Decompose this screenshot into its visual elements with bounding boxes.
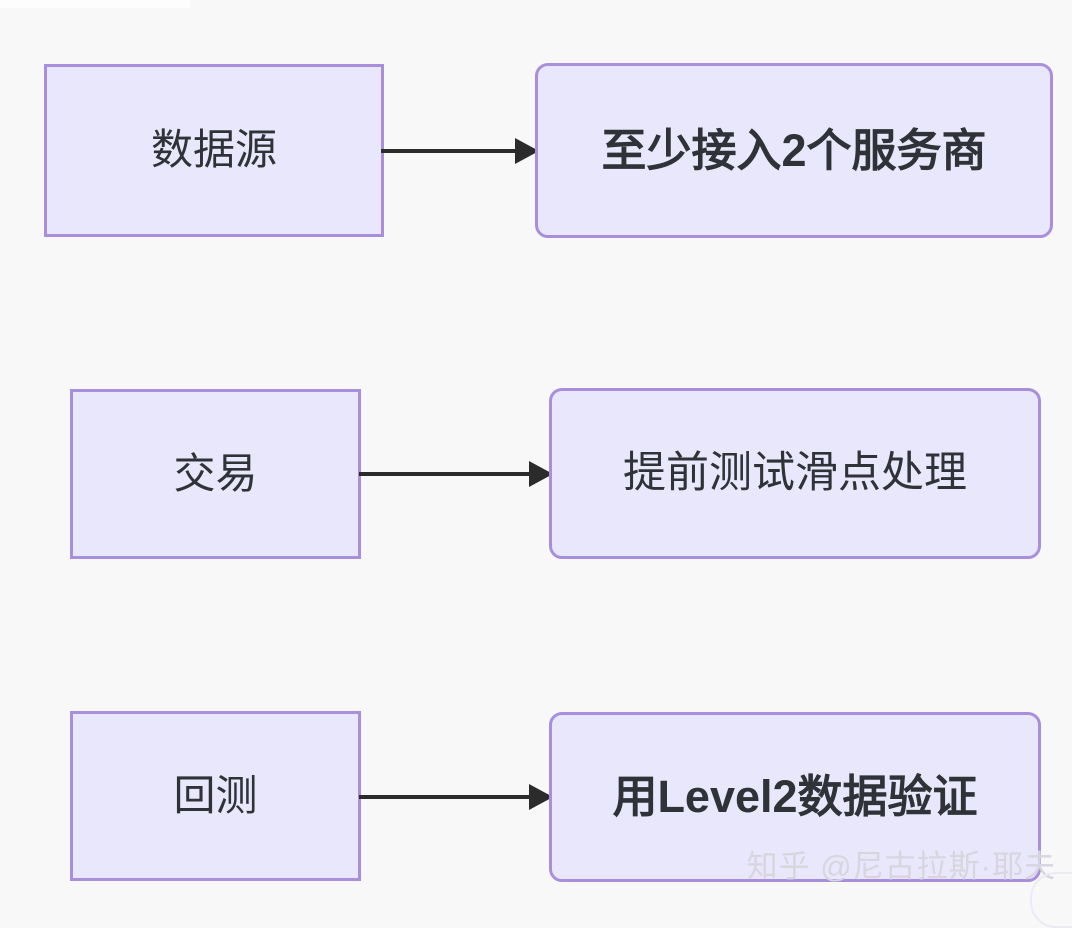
node-source-data-source[interactable]: 数据源: [44, 64, 384, 237]
node-label: 至少接入2个服务商: [601, 124, 987, 176]
arrow-row-3: [359, 784, 553, 810]
node-source-backtest[interactable]: 回测: [70, 711, 361, 881]
node-label: 提前测试滑点处理: [623, 448, 967, 497]
node-target-two-providers[interactable]: 至少接入2个服务商: [535, 63, 1053, 238]
node-label: 数据源: [150, 126, 277, 174]
arrow-row-2: [359, 461, 553, 487]
arrow-row-1: [381, 138, 539, 164]
corner-decoration: [1030, 872, 1072, 928]
node-label: 回测: [173, 771, 258, 819]
node-label: 交易: [173, 449, 258, 497]
node-label: 用Level2数据验证: [612, 771, 978, 822]
node-target-level2-validation[interactable]: 用Level2数据验证: [549, 712, 1041, 882]
node-target-slippage-test[interactable]: 提前测试滑点处理: [549, 388, 1041, 559]
top-edge-strip: [0, 0, 190, 8]
node-source-trading[interactable]: 交易: [70, 389, 361, 559]
